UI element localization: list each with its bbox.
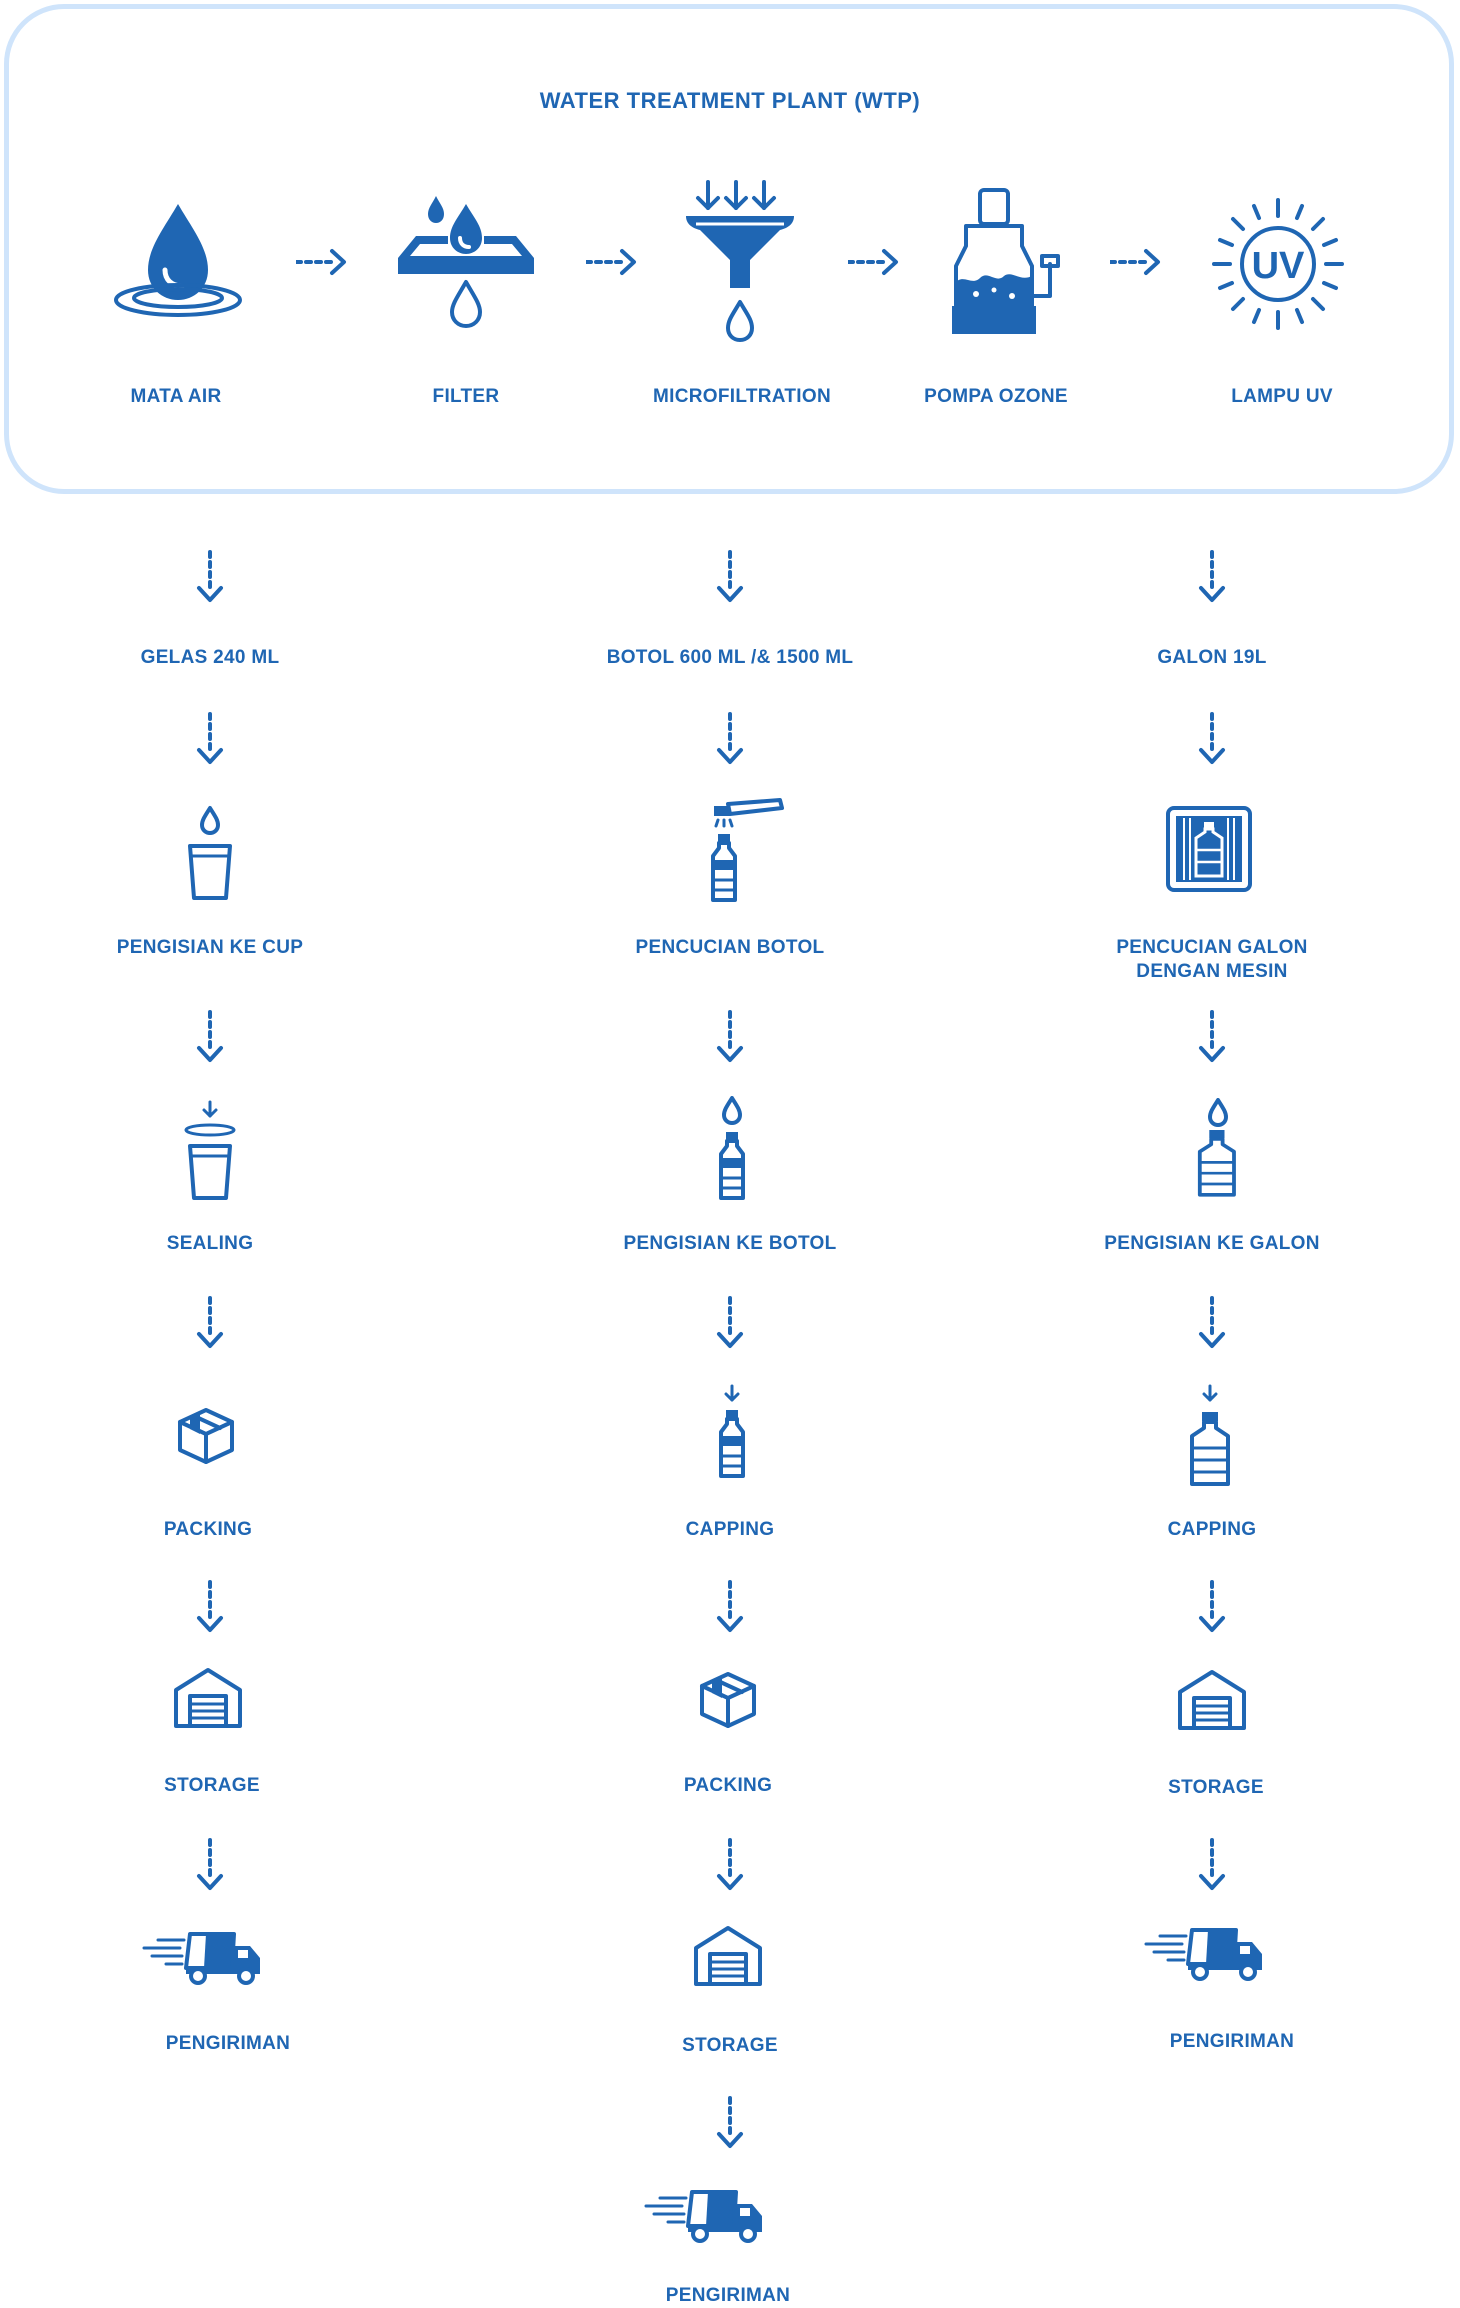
arrow-down-icon <box>1199 1838 1225 1890</box>
gallon-wash-machine-icon <box>1166 806 1252 892</box>
wtp-container <box>4 4 1454 494</box>
step-label: STORAGE <box>164 1775 260 1796</box>
diagram-title: WATER TREATMENT PLANT (WTP) <box>539 88 921 113</box>
step-label: CAPPING <box>1167 1519 1257 1540</box>
arrow-down-icon <box>197 550 223 602</box>
arrow-down-icon <box>197 1010 223 1062</box>
step-label: PENGIRIMAN <box>665 2285 791 2306</box>
step-label: PENGISIAN KE CUP <box>116 937 304 958</box>
funnel-icon <box>686 180 794 342</box>
uv-sun-icon: UV <box>1212 198 1344 330</box>
step-label: PENCUCIAN BOTOL <box>635 937 825 958</box>
step-label-line2: DENGAN MESIN <box>1136 961 1288 982</box>
step-label: PENGISIAN KE BOTOL <box>623 1233 837 1254</box>
arrow-down-icon <box>717 1580 743 1632</box>
step-label: CAPPING <box>685 1519 775 1540</box>
filter-icon <box>398 196 534 328</box>
column-header-galon: GALON 19L <box>1157 647 1267 668</box>
column-header-botol: BOTOL 600 ML /& 1500 ML <box>606 647 854 668</box>
arrow-down-icon <box>1199 1010 1225 1062</box>
arrow-down-icon <box>717 1296 743 1348</box>
arrow-down-icon <box>1199 550 1225 602</box>
cup-seal-icon <box>184 1100 236 1200</box>
arrow-right-icon <box>296 249 346 275</box>
bottle-cap-icon <box>719 1384 745 1478</box>
arrow-down-icon <box>197 1580 223 1632</box>
truck-icon <box>644 2190 764 2243</box>
arrow-down-icon <box>197 712 223 764</box>
arrow-down-icon <box>717 550 743 602</box>
arrow-right-icon <box>1110 249 1160 275</box>
warehouse-icon <box>1178 1670 1246 1730</box>
arrow-down-icon <box>1199 712 1225 764</box>
box-icon <box>178 1408 234 1464</box>
wtp-label-mata-air: MATA AIR <box>130 386 222 407</box>
arrow-right-icon <box>848 249 898 275</box>
arrow-down-icon <box>1199 1296 1225 1348</box>
arrow-down-icon <box>717 1838 743 1890</box>
box-icon <box>700 1672 756 1728</box>
arrow-down-icon <box>717 712 743 764</box>
wtp-label-microfiltration: MICROFILTRATION <box>653 386 831 407</box>
step-label: PENGIRIMAN <box>1169 2031 1295 2052</box>
warehouse-icon <box>174 1668 242 1728</box>
step-label: PENCUCIAN GALON <box>1116 937 1308 958</box>
arrow-down-icon <box>717 2096 743 2148</box>
arrow-down-icon <box>197 1296 223 1348</box>
wtp-label-pompa-ozone: POMPA OZONE <box>924 386 1068 407</box>
wtp-label-filter: FILTER <box>432 386 500 407</box>
arrow-down-icon <box>717 1010 743 1062</box>
uv-text: UV <box>1252 245 1305 287</box>
column-header-gelas: GELAS 240 ML <box>140 647 280 668</box>
arrow-down-icon <box>1199 1580 1225 1632</box>
bottle-wash-icon <box>711 798 784 902</box>
gallon-cap-icon <box>1190 1384 1230 1486</box>
pump-icon <box>952 188 1060 334</box>
cup-fill-icon <box>188 806 232 900</box>
step-label: PACKING <box>683 1775 773 1796</box>
step-label: STORAGE <box>682 2035 778 2056</box>
step-label: SEALING <box>166 1233 254 1254</box>
bottle-fill-icon <box>719 1096 745 1200</box>
gallon-fill-icon <box>1197 1098 1236 1197</box>
warehouse-icon <box>694 1926 762 1986</box>
step-label: PENGIRIMAN <box>165 2033 291 2054</box>
wtp-label-lampu-uv: LAMPU UV <box>1231 386 1333 407</box>
step-label: PENGISIAN KE GALON <box>1104 1233 1320 1254</box>
arrow-down-icon <box>197 1838 223 1890</box>
truck-icon <box>142 1932 262 1985</box>
arrow-right-icon <box>586 249 636 275</box>
step-label: STORAGE <box>1168 1777 1264 1798</box>
water-drop-icon <box>114 204 242 317</box>
truck-icon <box>1144 1928 1264 1981</box>
step-label: PACKING <box>163 1519 253 1540</box>
